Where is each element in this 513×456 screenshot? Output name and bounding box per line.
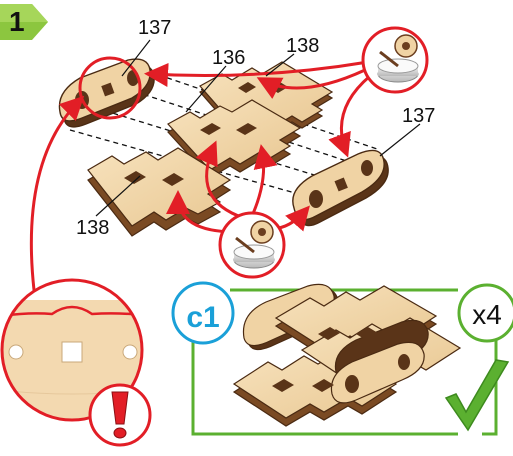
check-mark-icon <box>446 360 508 430</box>
assembled-module <box>234 284 460 426</box>
callout-137-top-left: 137 <box>138 18 171 38</box>
glue-pot-icon <box>363 28 427 92</box>
result-code-label: c1 <box>171 301 235 335</box>
callout-138-bottom-left: 138 <box>76 218 109 238</box>
callout-136-center: 136 <box>212 48 245 68</box>
callout-138-top: 138 <box>286 36 319 56</box>
glue-pot-icon <box>220 213 284 277</box>
part-137-right <box>293 150 388 225</box>
step-number: 1 <box>9 6 25 38</box>
quantity-label: x4 <box>459 299 513 331</box>
warning-exclamation-icon <box>90 385 150 445</box>
callout-137-right: 137 <box>402 106 435 126</box>
